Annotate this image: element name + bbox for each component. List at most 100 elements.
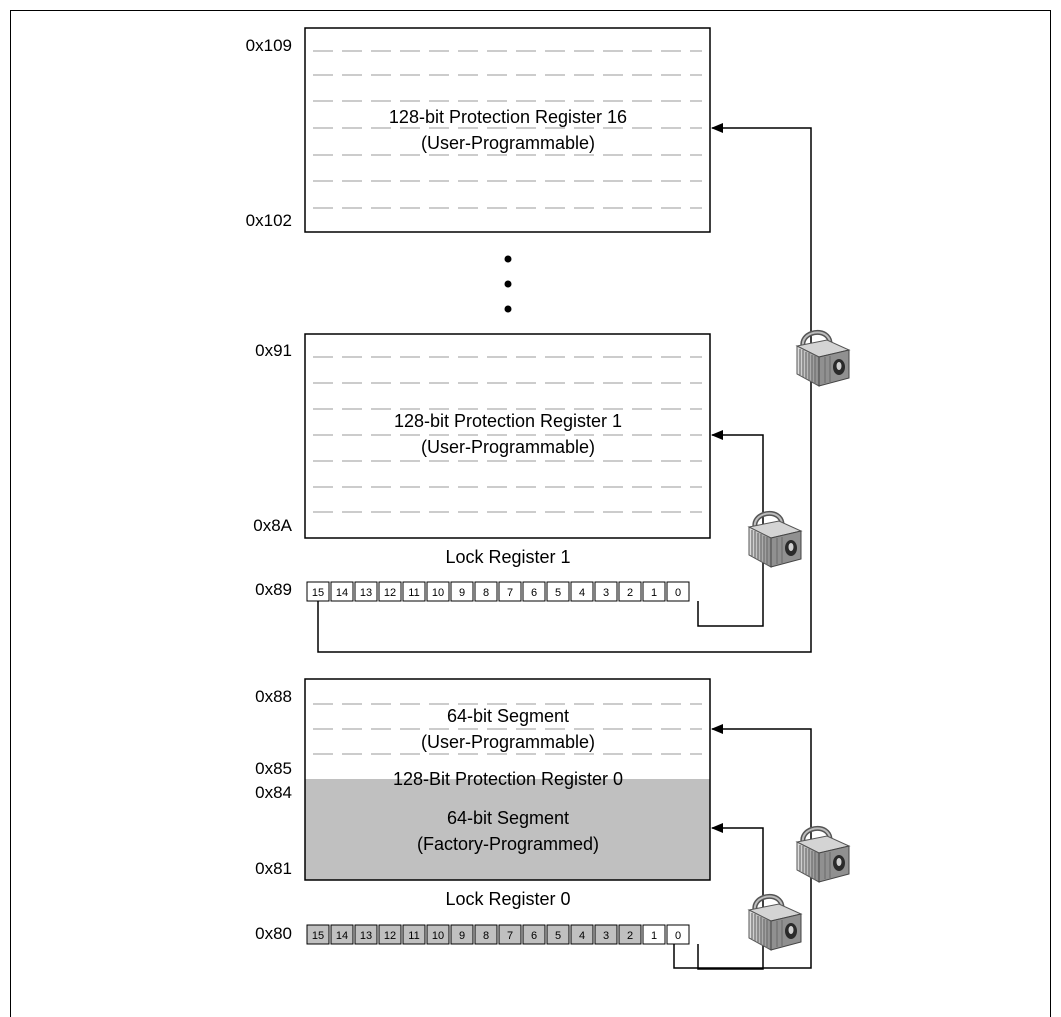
address-label: 0x84	[255, 783, 292, 802]
bit-label: 5	[555, 587, 561, 599]
bit-cell	[306, 924, 330, 945]
bit-cell	[522, 581, 546, 602]
bit-cell	[330, 581, 354, 602]
bit-label: 15	[312, 930, 324, 942]
bit-cell	[642, 581, 666, 602]
address-label: 0x91	[255, 341, 292, 360]
bit-label: 11	[408, 587, 419, 599]
bit-label: 9	[459, 587, 465, 599]
bit-cell	[570, 581, 594, 602]
diagram-frame	[10, 10, 1051, 1017]
bit-label: 1	[651, 930, 657, 942]
bit-label: 15	[312, 587, 324, 599]
bit-cell	[378, 924, 402, 945]
bit-label: 10	[432, 587, 444, 599]
bit-cell	[330, 924, 354, 945]
bit-cell	[546, 581, 570, 602]
bit-label: 2	[627, 587, 633, 599]
bit-cell	[666, 581, 690, 602]
address-label: 0x89	[255, 580, 292, 599]
bit-cell	[594, 924, 618, 945]
bit-label: 6	[531, 587, 537, 599]
bit-label: 11	[408, 930, 419, 942]
bit-label: 8	[483, 930, 489, 942]
padlock-icon	[749, 513, 801, 567]
user-segment-subtitle: (User-Programmable)	[421, 732, 595, 752]
connector-lines	[317, 123, 812, 970]
bit-cell	[426, 924, 450, 945]
bit-cell	[402, 924, 426, 945]
bit-cell	[450, 924, 474, 945]
bit-label: 5	[555, 930, 561, 942]
factory-segment-subtitle: (Factory-Programmed)	[417, 834, 599, 854]
bit-label: 12	[384, 930, 396, 942]
register-16-title: 128-bit Protection Register 16	[389, 107, 627, 127]
bit-label: 1	[651, 587, 657, 599]
bit-label: 3	[603, 587, 609, 599]
connector-pr0-user	[673, 724, 812, 969]
address-label: 0x80	[255, 924, 292, 943]
protection-register-0: 64-bit Segment (User-Programmable) 128-B…	[255, 678, 711, 881]
bit-label: 3	[603, 930, 609, 942]
register-0-title: 128-Bit Protection Register 0	[393, 769, 623, 789]
register-1-dashed-rows	[313, 356, 702, 513]
address-label: 0x88	[255, 687, 292, 706]
register-16-dashed-rows	[313, 50, 702, 209]
bit-label: 0	[675, 587, 681, 599]
bit-cell	[498, 581, 522, 602]
bit-label: 13	[360, 930, 372, 942]
bit-cell	[546, 924, 570, 945]
bit-cell	[450, 581, 474, 602]
padlock-icon	[797, 828, 849, 882]
vertical-ellipsis-icon	[504, 255, 512, 313]
padlock-icon	[797, 332, 849, 386]
bit-label: 4	[579, 930, 585, 942]
bit-cell	[594, 581, 618, 602]
bit-label: 4	[579, 587, 585, 599]
address-label: 0x8A	[253, 516, 292, 535]
bit-cell	[666, 924, 690, 945]
factory-segment-title: 64-bit Segment	[447, 808, 569, 828]
bit-cell	[498, 924, 522, 945]
lock-register-0-label: Lock Register 0	[445, 889, 570, 909]
register-16-subtitle: (User-Programmable)	[421, 133, 595, 153]
register-0-dashed-rows	[313, 703, 702, 755]
user-segment-title: 64-bit Segment	[447, 706, 569, 726]
bit-label: 12	[384, 587, 396, 599]
bit-label: 10	[432, 930, 444, 942]
bit-label: 14	[336, 930, 348, 942]
register-1-subtitle: (User-Programmable)	[421, 437, 595, 457]
bit-cell	[474, 581, 498, 602]
bit-cell	[378, 581, 402, 602]
connector-pr0-factory	[697, 823, 764, 970]
address-label: 0x85	[255, 759, 292, 778]
bit-cell	[354, 581, 378, 602]
protection-register-1: 128-bit Protection Register 1 (User-Prog…	[253, 333, 711, 539]
bit-label: 6	[531, 930, 537, 942]
connector-pr16	[317, 123, 812, 653]
bit-cell	[402, 581, 426, 602]
bit-label: 2	[627, 930, 633, 942]
bit-label: 7	[507, 587, 513, 599]
connector-pr1	[697, 430, 764, 627]
bit-cell	[570, 924, 594, 945]
bit-cell	[642, 924, 666, 945]
bit-cell	[354, 924, 378, 945]
padlock-icon	[749, 896, 801, 950]
address-label: 0x102	[246, 211, 292, 230]
bit-cell	[426, 581, 450, 602]
lock-register-1-label: Lock Register 1	[445, 547, 570, 567]
bit-label: 8	[483, 587, 489, 599]
bit-cell	[474, 924, 498, 945]
address-label: 0x81	[255, 859, 292, 878]
address-label: 0x109	[246, 36, 292, 55]
protection-register-16: 128-bit Protection Register 16 (User-Pro…	[246, 27, 711, 233]
bit-cell	[618, 924, 642, 945]
bit-label: 7	[507, 930, 513, 942]
bit-label: 13	[360, 587, 372, 599]
